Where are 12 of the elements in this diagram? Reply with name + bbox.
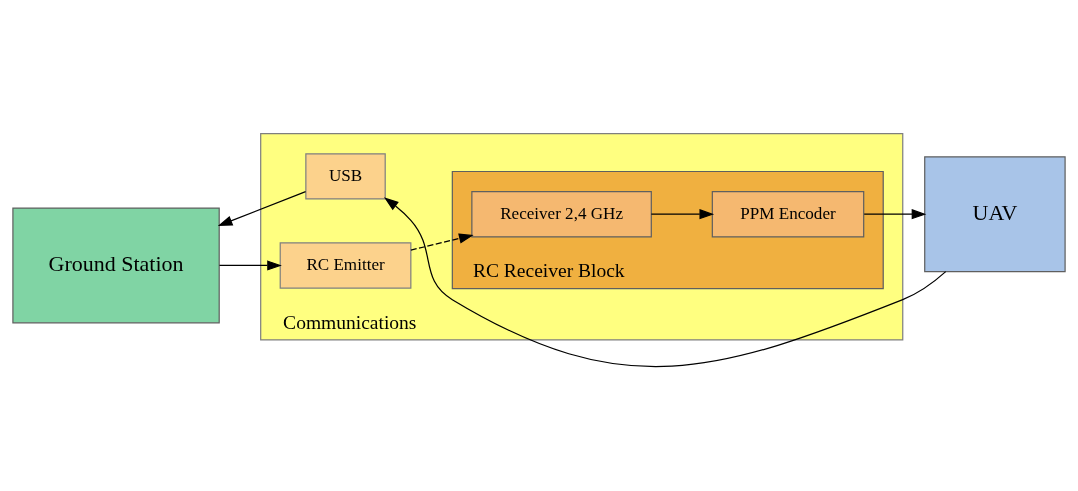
arrow — [650, 209, 715, 220]
node-box: USB — [305, 153, 386, 200]
arrow — [863, 209, 927, 220]
node-box: PPM Encoder — [711, 191, 865, 238]
node-box: RC Emitter — [279, 242, 412, 289]
node-box: Ground Station — [12, 207, 220, 324]
arrow — [384, 197, 947, 367]
arrow — [218, 260, 282, 271]
arrow — [217, 190, 307, 227]
node-box: Receiver 2,4 GHz — [471, 191, 652, 238]
node-box: UAV — [924, 156, 1066, 273]
arrow — [410, 233, 474, 251]
